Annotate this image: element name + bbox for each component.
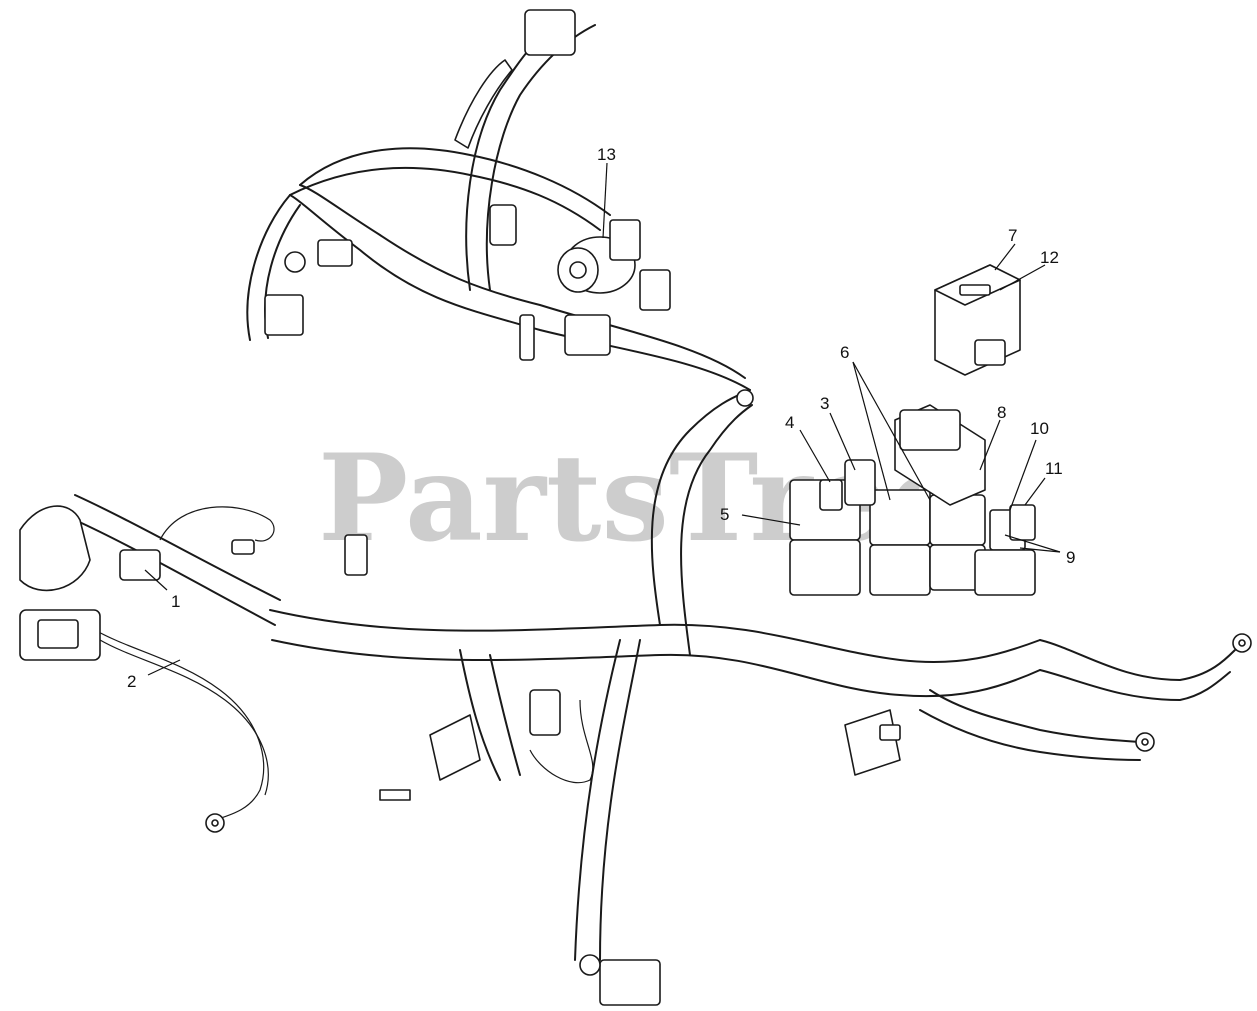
fuse-block-cover [934, 264, 1021, 376]
left-inline-connector [119, 549, 161, 581]
top-branch-connector [524, 9, 576, 56]
connector-3 [844, 459, 876, 506]
callout-1: 1 [171, 592, 180, 611]
callout-3: 3 [820, 394, 829, 413]
callout-12: 12 [1040, 248, 1059, 267]
callout-9: 9 [1066, 548, 1075, 567]
fuse-holder-11 [1009, 504, 1036, 541]
inline-connector-mid [344, 534, 368, 576]
main-harness [74, 14, 1236, 961]
callout-numbers: 1 2 3 4 5 6 7 8 9 10 11 12 13 [127, 145, 1075, 691]
left-grommet [19, 505, 91, 592]
connector-4 [819, 479, 843, 511]
multi-pin-connector [844, 709, 901, 776]
relay-group [789, 459, 986, 596]
callout-8: 8 [997, 403, 1006, 422]
callout-7: 7 [1008, 226, 1017, 245]
callout-leaders [144, 162, 1061, 676]
callout-13: 13 [597, 145, 616, 164]
callout-6: 6 [840, 343, 849, 362]
bottom-connector [599, 959, 661, 1006]
callout-5: 5 [720, 505, 729, 524]
harness-connectors [19, 9, 1252, 1006]
plug-connector-top [564, 314, 611, 356]
callout-4: 4 [785, 413, 794, 432]
control-module-8 [894, 404, 986, 506]
top-left-connector [264, 294, 304, 336]
callout-11: 11 [1045, 459, 1063, 478]
sensor-connector [529, 689, 561, 736]
relay-6a [869, 489, 931, 546]
fuse-holders [974, 504, 1036, 596]
callout-2: 2 [127, 672, 136, 691]
callout-10: 10 [1030, 419, 1049, 438]
round-connector-13 [557, 219, 671, 311]
